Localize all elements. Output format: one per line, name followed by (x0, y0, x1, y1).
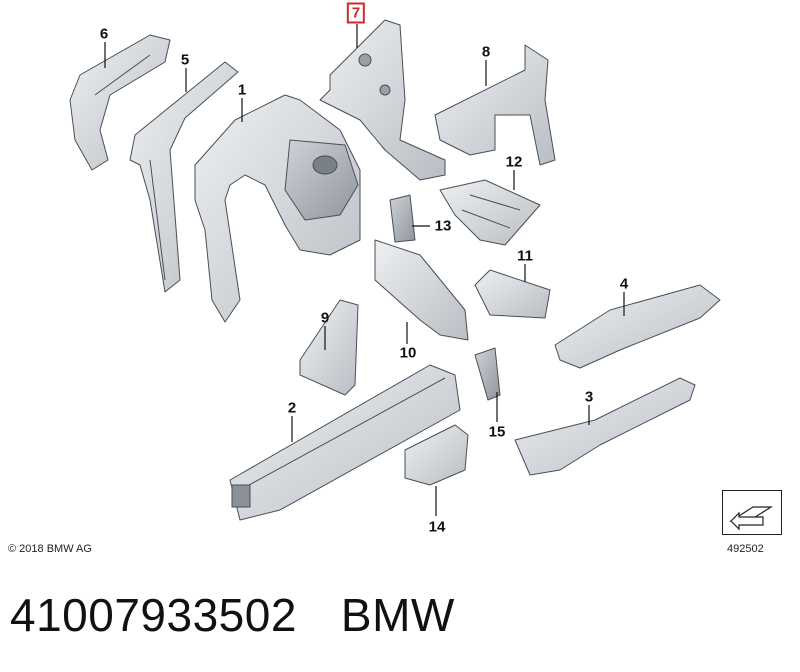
orientation-arrow-icon (722, 490, 782, 535)
callout-13: 13 (434, 217, 452, 235)
part-1-dome (284, 139, 359, 221)
brand-name: BMW (340, 589, 455, 641)
part-10-shape (374, 239, 469, 341)
part-3-shape (514, 377, 696, 476)
callout-12: 12 (505, 153, 523, 171)
callout-15: 15 (488, 423, 506, 441)
part-11-shape (474, 269, 551, 319)
callout-8: 8 (481, 43, 491, 61)
part-info-line: 41007933502 BMW (10, 588, 455, 642)
part-5-shape (129, 61, 239, 293)
part-15-shape (474, 347, 501, 401)
callout-1: 1 (237, 81, 247, 99)
callout-5: 5 (180, 51, 190, 69)
copyright-text: © 2018 BMW AG (8, 543, 92, 555)
callout-14: 14 (428, 518, 446, 536)
callout-2: 2 (287, 399, 297, 417)
part-13-shape (389, 194, 416, 243)
part-14-shape (404, 424, 469, 486)
part-2-shape (229, 364, 461, 521)
callout-3: 3 (584, 388, 594, 406)
callout-11: 11 (517, 247, 533, 265)
callout-6: 6 (99, 25, 109, 43)
part-7-shape (319, 19, 446, 181)
part-4-shape (554, 284, 721, 369)
part-8-shape (434, 44, 556, 166)
callout-10: 10 (399, 344, 417, 362)
callout-4: 4 (619, 275, 629, 293)
image-number: 492502 (727, 543, 764, 555)
part-number: 41007933502 (10, 589, 297, 641)
part-12-shape (439, 179, 541, 246)
callout-9: 9 (320, 309, 330, 327)
callout-7: 7 (346, 2, 366, 24)
part-6-shape (69, 34, 171, 171)
part-9-shape (299, 299, 359, 396)
